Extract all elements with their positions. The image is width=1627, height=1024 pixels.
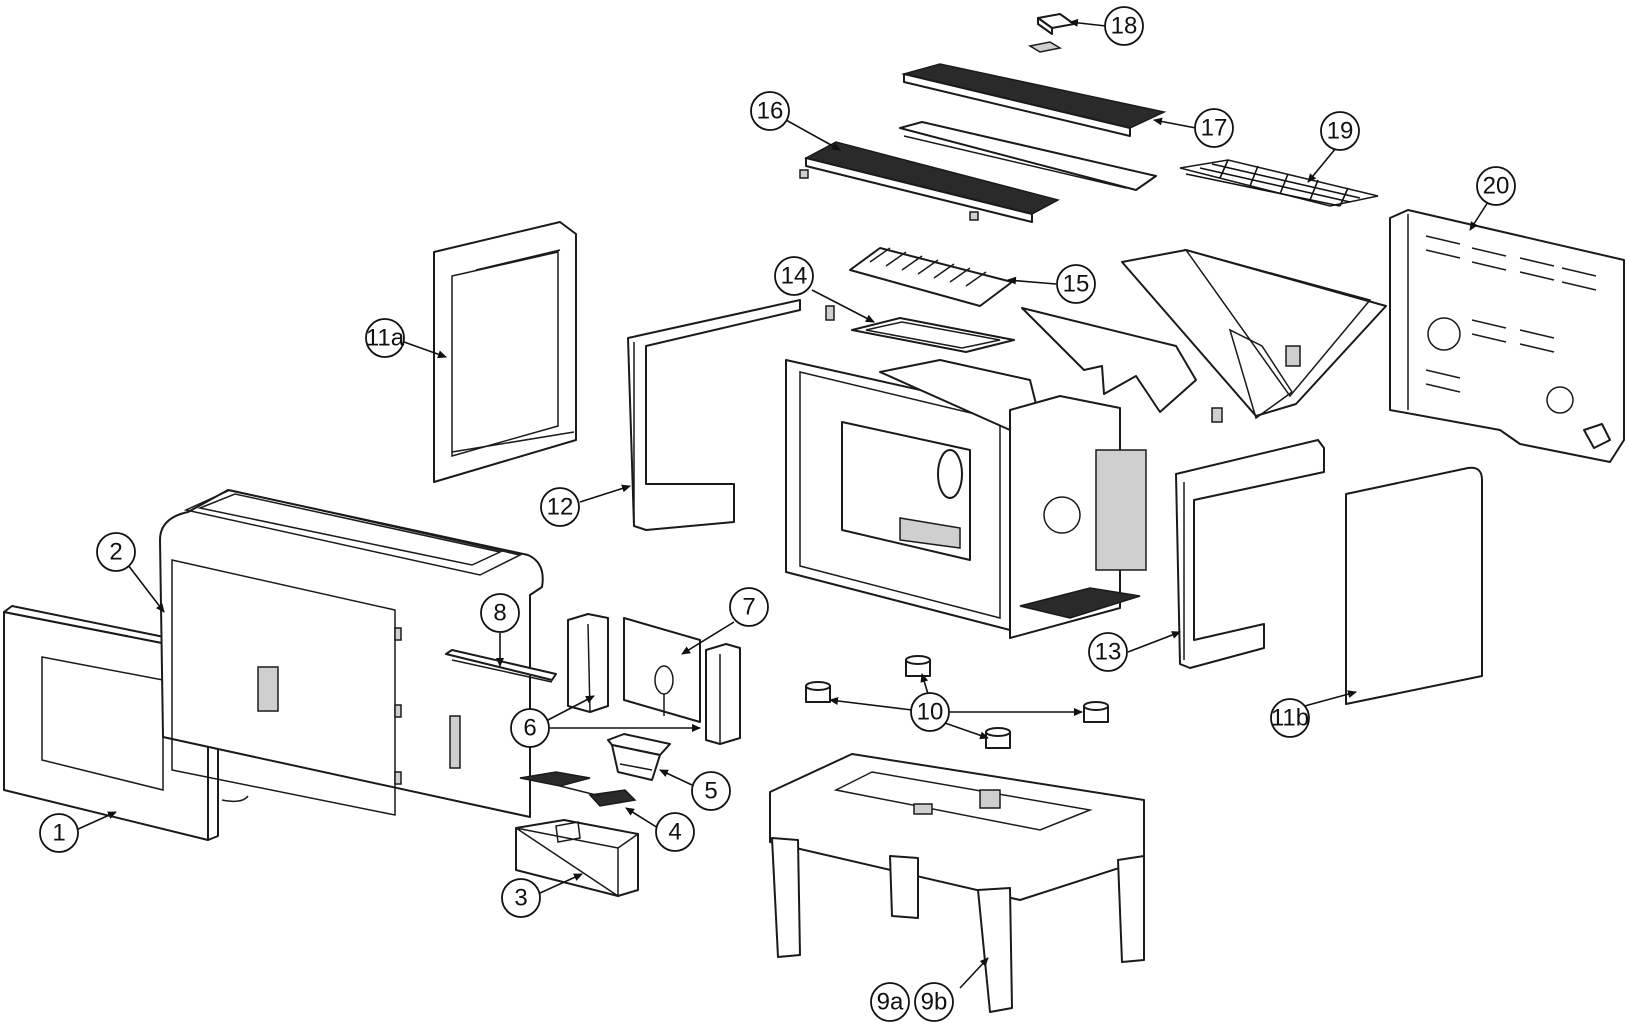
callout-20-label: 20 (1483, 173, 1510, 200)
callout-18: 18 (1104, 6, 1144, 46)
leader-6a (547, 695, 595, 721)
part-deflector-sheet (1021, 307, 1223, 423)
part-top-rail (899, 121, 1157, 191)
callout-18-label: 18 (1111, 13, 1138, 40)
leader-4 (625, 807, 659, 829)
callout-8-label: 8 (493, 600, 506, 627)
callout-16: 16 (750, 91, 790, 131)
callout-14: 14 (774, 256, 814, 296)
part-main-body (785, 359, 1147, 639)
leader-10a (829, 696, 913, 711)
part-rear-panel (1389, 209, 1625, 463)
leader-16 (785, 119, 841, 151)
callout-14-label: 14 (781, 263, 808, 290)
leader-20 (1469, 201, 1489, 231)
part-side-firebricks (567, 613, 741, 745)
leader-lines (75, 18, 1489, 989)
leader-5 (659, 769, 693, 786)
callout-8: 8 (480, 593, 520, 633)
leader-10c (941, 721, 989, 740)
callout-6-label: 6 (523, 715, 536, 742)
leader-12 (579, 484, 631, 503)
callout-11b: 11b (1270, 698, 1310, 738)
leader-2 (127, 564, 165, 613)
callout-20: 20 (1476, 166, 1516, 206)
part-right-side-panel (1345, 466, 1483, 705)
leader-17 (1153, 117, 1197, 129)
callout-3-label: 3 (514, 885, 527, 912)
leader-1 (75, 811, 117, 831)
callout-19-label: 19 (1327, 118, 1354, 145)
part-top-cover-front (799, 141, 1061, 223)
part-grate-plates (519, 771, 637, 807)
part-heat-exchanger (849, 247, 1013, 307)
part-base-stand (769, 753, 1145, 1013)
part-top-cover-rear (901, 63, 1167, 137)
part-burn-pot (607, 733, 671, 781)
leader-18 (1069, 18, 1107, 27)
leader-19 (1307, 147, 1337, 183)
callout-13: 13 (1088, 632, 1128, 672)
callout-4: 4 (655, 812, 695, 852)
callout-2: 2 (96, 532, 136, 572)
callout-9a: 9a (870, 982, 910, 1022)
callout-15: 15 (1056, 264, 1096, 304)
callout-9b: 9b (914, 982, 954, 1022)
callout-15-label: 15 (1063, 271, 1090, 298)
callout-9b-label: 9b (921, 989, 948, 1016)
leader-14 (811, 289, 875, 323)
part-clip (1027, 13, 1075, 53)
part-ash-box (515, 819, 639, 898)
callout-5-label: 5 (704, 778, 717, 805)
callout-11b-label: 11b (1271, 705, 1309, 732)
part-rear-firebrick (623, 617, 701, 723)
callout-11a-label: 11a (366, 325, 405, 352)
part-fan-shroud (1121, 248, 1387, 420)
callout-10-label: 10 (917, 699, 944, 726)
callout-7: 7 (729, 587, 769, 627)
callout-3: 3 (501, 878, 541, 918)
part-gasket-frame (825, 305, 1015, 353)
callout-7-label: 7 (742, 594, 755, 621)
callout-13-label: 13 (1095, 639, 1122, 666)
callout-4-label: 4 (668, 819, 681, 846)
part-left-side-panel (433, 221, 577, 483)
leader-7 (681, 621, 735, 655)
leader-9 (959, 957, 989, 989)
leader-3 (539, 873, 583, 894)
leader-15 (1007, 276, 1057, 285)
callout-12-label: 12 (547, 494, 574, 521)
callout-9a-label: 9a (877, 989, 904, 1016)
part-feet (805, 655, 1109, 749)
callout-17-label: 17 (1201, 115, 1228, 142)
callout-1: 1 (39, 813, 79, 853)
leader-10b (920, 673, 929, 695)
callout-12: 12 (540, 487, 580, 527)
callout-1-label: 1 (52, 820, 65, 847)
part-outer-casing (159, 489, 544, 818)
callout-5: 5 (691, 771, 731, 811)
callout-17: 17 (1194, 108, 1234, 148)
callout-16-label: 16 (757, 98, 784, 125)
callout-10: 10 (910, 692, 950, 732)
part-grille-mesh (1179, 159, 1379, 207)
leader-11a (403, 341, 447, 359)
callout-19: 19 (1320, 111, 1360, 151)
leader-13 (1127, 631, 1181, 653)
callout-2-label: 2 (109, 539, 122, 566)
callout-6: 6 (510, 708, 550, 748)
part-right-frame-bracket (1175, 439, 1325, 669)
part-left-frame-bracket (627, 299, 801, 531)
callout-11a: 11a (365, 318, 405, 358)
